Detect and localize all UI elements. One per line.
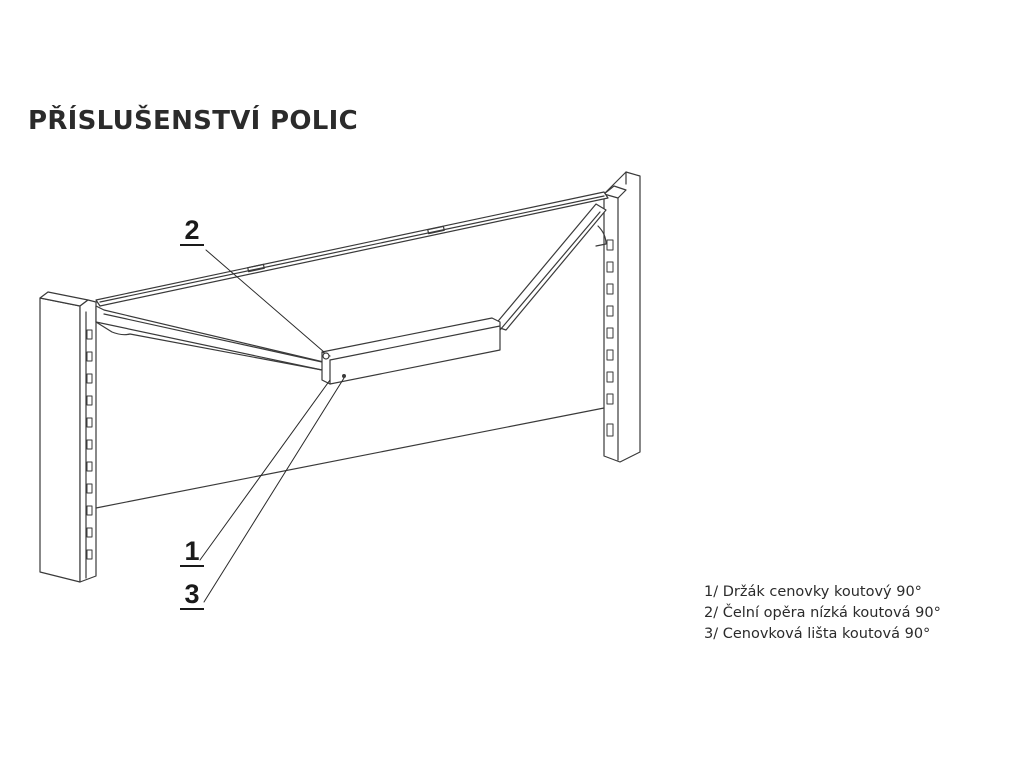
- legend: 1/ Držák cenovky koutový 90° 2/ Čelní op…: [704, 582, 941, 645]
- back-rail: [95, 191, 609, 307]
- legend-item: 1/ Držák cenovky koutový 90°: [704, 584, 922, 600]
- callout-3: 3: [180, 580, 204, 610]
- legend-item: 3/ Cenovková lišta koutová 90°: [704, 626, 931, 642]
- left-bracket-arm: [95, 305, 333, 371]
- page-title: PŘÍSLUŠENSTVÍ POLIC: [28, 106, 358, 136]
- callout-2: 2: [180, 216, 204, 246]
- price-rail: [321, 317, 501, 385]
- right-upright-slots: [606, 239, 614, 437]
- leader-lines: [199, 249, 345, 603]
- callout-1: 1: [180, 537, 204, 567]
- left-upright: [39, 291, 97, 583]
- legend-item: 2/ Čelní opěra nízká koutová 90°: [704, 605, 941, 621]
- left-upright-slots: [86, 329, 93, 560]
- right-upright: [603, 171, 641, 463]
- right-bracket-arm: [493, 203, 607, 331]
